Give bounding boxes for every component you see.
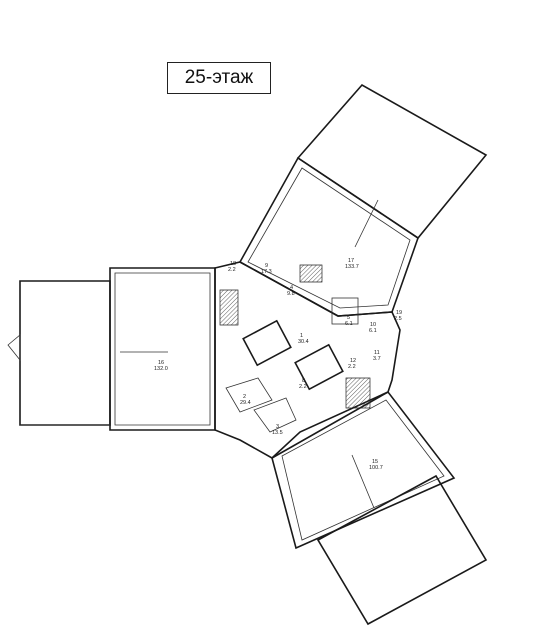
- central-core: [214, 261, 401, 459]
- svg-text:10: 10: [370, 322, 376, 328]
- room-label-12: 122.2: [348, 358, 356, 370]
- room-label-19: 192.5: [394, 310, 402, 322]
- svg-text:17: 17: [348, 258, 354, 264]
- svg-text:100.7: 100.7: [369, 465, 383, 471]
- svg-text:17.3: 17.3: [261, 269, 272, 275]
- svg-text:133.7: 133.7: [345, 264, 359, 270]
- svg-text:8: 8: [302, 378, 305, 384]
- room-label-8: 82.2: [299, 378, 307, 390]
- room-label-2: 229.4: [240, 394, 251, 406]
- svg-text:16: 16: [158, 360, 164, 366]
- room-label-3: 313.5: [272, 424, 283, 436]
- room-label-4: 49.8: [287, 285, 295, 297]
- room-label-5: 56.1: [345, 315, 353, 327]
- floor-title: 25-этаж: [167, 62, 271, 94]
- svg-text:3.7: 3.7: [373, 356, 381, 362]
- svg-text:132.0: 132.0: [154, 366, 168, 372]
- room-label-10: 106.1: [369, 322, 377, 334]
- west-wing: [7, 267, 216, 431]
- svg-text:13.5: 13.5: [272, 430, 283, 436]
- svg-text:2.2: 2.2: [228, 267, 236, 273]
- svg-text:2.2: 2.2: [348, 364, 356, 370]
- svg-text:18: 18: [230, 261, 236, 267]
- svg-text:1: 1: [300, 333, 303, 339]
- svg-text:2: 2: [243, 394, 246, 400]
- room-label-18: 182.2: [228, 261, 236, 273]
- svg-text:9: 9: [265, 263, 268, 269]
- room-label-11: 113.7: [373, 350, 381, 362]
- floor-title-text: 25-этаж: [184, 67, 254, 88]
- svg-text:11: 11: [374, 350, 380, 356]
- room-labels: 130.4 229.4 313.5 49.8 56.1 82.2 917.3 1…: [154, 258, 402, 471]
- room-label-9: 917.3: [261, 263, 272, 275]
- svg-text:2.2: 2.2: [299, 384, 307, 390]
- svg-text:6.1: 6.1: [345, 321, 353, 327]
- svg-text:6.1: 6.1: [369, 328, 377, 334]
- south-east-wing: [271, 390, 488, 626]
- svg-text:4: 4: [290, 285, 293, 291]
- svg-text:12: 12: [350, 358, 356, 364]
- svg-text:9.8: 9.8: [287, 291, 295, 297]
- svg-text:29.4: 29.4: [240, 400, 251, 406]
- svg-text:5: 5: [347, 315, 350, 321]
- svg-text:2.5: 2.5: [394, 316, 402, 322]
- room-label-1: 130.4: [298, 333, 309, 345]
- svg-text:15: 15: [372, 459, 378, 465]
- svg-text:3: 3: [276, 424, 279, 430]
- svg-text:30.4: 30.4: [298, 339, 309, 345]
- north-east-wing: [238, 83, 488, 317]
- svg-text:19: 19: [396, 310, 402, 316]
